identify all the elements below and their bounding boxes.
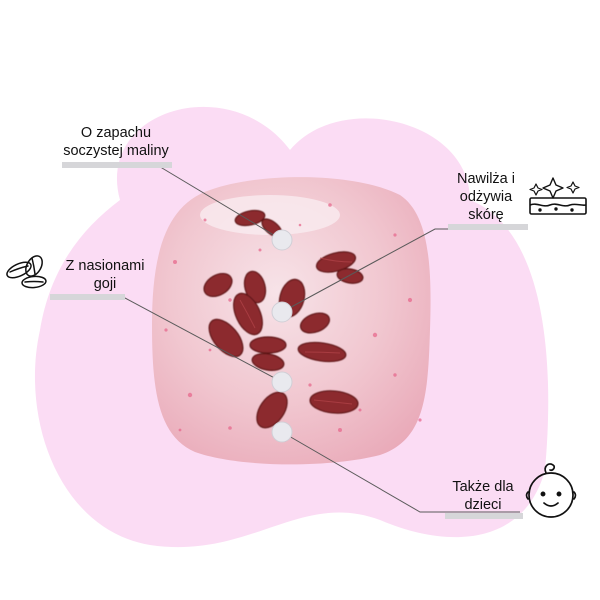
baby-face-icon xyxy=(525,463,577,518)
label-moisture-line-2: odżywia xyxy=(459,189,513,205)
label-goji: Z nasionami goji xyxy=(45,257,165,293)
label-goji-line-1: Z nasionami xyxy=(65,258,145,274)
label-goji-underline xyxy=(50,294,125,300)
marker-dots xyxy=(271,229,293,443)
label-kids-line-2: dzieci xyxy=(464,497,502,513)
goji-berries xyxy=(203,209,364,429)
goji-seeds-icon xyxy=(6,255,47,289)
label-kids-line-1: Także dla xyxy=(452,479,514,495)
label-scent-line-2: soczystej maliny xyxy=(63,143,169,159)
skin-layer-sparkle-icon xyxy=(529,177,587,215)
label-scent-line-1: O zapachu xyxy=(80,125,152,141)
label-kids: Także dla dzieci xyxy=(444,478,522,514)
bath-bomb xyxy=(152,177,431,465)
label-scent-underline xyxy=(62,162,172,168)
bomb-highlight xyxy=(200,195,340,235)
label-scent: O zapachu soczystej maliny xyxy=(58,124,174,160)
goji-texture xyxy=(239,257,353,405)
label-kids-underline xyxy=(445,513,523,519)
label-moisture: Nawilża i odżywia skórę xyxy=(447,170,525,224)
label-goji-line-2: goji xyxy=(93,276,117,292)
label-moisture-line-3: skórę xyxy=(468,207,504,223)
label-moisture-line-1: Nawilża i xyxy=(456,171,515,187)
label-moisture-underline xyxy=(448,224,528,230)
